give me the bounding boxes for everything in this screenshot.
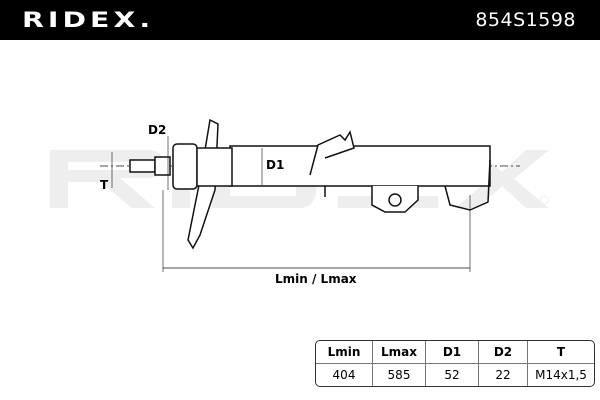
strut-drawing (100, 118, 520, 272)
brand-logo: RIDEX. (22, 8, 155, 32)
col-lmax: Lmax (373, 341, 426, 364)
value-t: M14x1,5 (535, 368, 587, 382)
table-header-row: Lmin Lmax D1 D2 T (316, 341, 594, 364)
value-lmax: 585 (373, 364, 426, 386)
d2-label: D2 (148, 123, 167, 137)
value-d1: 52 (426, 364, 479, 386)
t-label: T (100, 178, 109, 192)
d1-label: D1 (266, 158, 285, 172)
specs-table: Lmin Lmax D1 D2 T 404 585 52 22 M14x1,5 (315, 340, 595, 387)
col-t: T (528, 341, 594, 364)
value-lmin: 404 (316, 364, 373, 386)
value-d2: 22 (479, 364, 528, 386)
header-bar: RIDEX. 854S1598 (0, 0, 600, 40)
col-d2: D2 (479, 341, 528, 364)
col-d1: D1 (426, 341, 479, 364)
col-lmin: Lmin (316, 341, 373, 364)
part-number: 854S1598 (475, 9, 576, 31)
table-row: 404 585 52 22 M14x1,5 (316, 364, 594, 386)
length-label: Lmin / Lmax (275, 272, 357, 286)
